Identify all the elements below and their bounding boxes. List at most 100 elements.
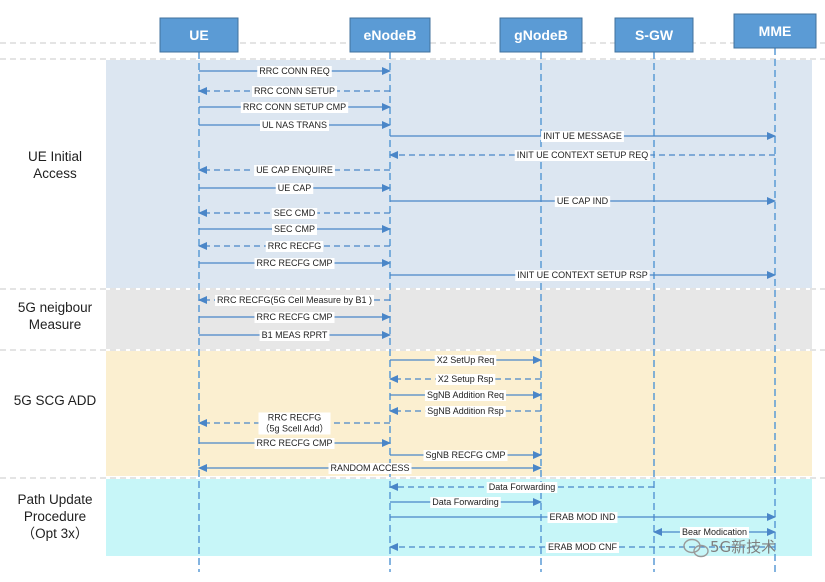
message-label-background <box>514 150 651 161</box>
message-rrc-recfg-cmp: RRC RECFG CMP <box>199 258 391 269</box>
message-rrc-recfg-cmp: RRC RECFG CMP <box>199 312 391 323</box>
node-box-enodeb <box>349 17 431 53</box>
message-label: INIT UE CONTEXT SETUP REQ <box>517 150 649 160</box>
message-sgnb-recfg-cmp: SgNB RECFG CMP <box>390 450 542 461</box>
message-label: INIT UE CONTEXT SETUP RSP <box>517 270 648 280</box>
section-band-5g-neighbour-measure <box>106 290 812 349</box>
message-label: SEC CMP <box>274 224 315 234</box>
message-label: Data Forwarding <box>489 482 556 492</box>
message-erab-mod-ind: ERAB MOD IND <box>390 512 776 523</box>
message-label-background <box>259 330 330 341</box>
section-label-5g-scg-add: 5G SCG ADD <box>14 393 97 408</box>
section-label-5g-neighbour-measure: Measure <box>29 317 82 332</box>
message-label-background <box>486 482 558 493</box>
message-label: RRC CONN REQ <box>259 66 330 76</box>
message-label-background <box>328 463 412 474</box>
section-label-path-update-procedure: Path Update <box>17 492 92 507</box>
message-label-background <box>240 102 349 113</box>
message-ue-cap-enquire: UE CAP ENQUIRE <box>198 165 390 176</box>
message-label: ERAB MOD IND <box>549 512 616 522</box>
node-enodeb: eNodeB <box>349 17 431 53</box>
message-label: RRC RECFG CMP <box>257 438 333 448</box>
message-label-background <box>425 406 506 417</box>
node-s-gw: S-GW <box>614 17 694 53</box>
message-label-background <box>545 542 620 553</box>
message-label-background <box>254 312 335 323</box>
message-label-background <box>434 355 497 366</box>
message-random-access: RANDOM ACCESS <box>198 463 542 474</box>
message-sec-cmd: SEC CMD <box>198 208 390 219</box>
message-label: SEC CMD <box>274 208 316 218</box>
message-label-background <box>424 390 507 401</box>
message-label-background <box>254 438 335 449</box>
message-label-background <box>259 120 330 131</box>
message-rrc-recfg-5g-cell-measure-by-b1: RRC RECFG(5G Cell Measure by B1 ) <box>198 295 390 306</box>
node-ue: UE <box>159 17 239 53</box>
node-mme: MME <box>733 13 817 49</box>
message-rrc-recfg: RRC RECFG <box>198 241 390 252</box>
message-label: X2 SetUp Req <box>437 355 495 365</box>
node-label-s-gw: S-GW <box>635 27 674 43</box>
message-label-background <box>271 208 318 219</box>
section-label-ue-initial-access: UE Initial <box>28 149 82 164</box>
message-label: UL NAS TRANS <box>262 120 327 130</box>
section-label-ue-initial-access: Access <box>33 166 77 181</box>
message-label: RRC RECFG <box>268 413 322 423</box>
message-rrc-conn-req: RRC CONN REQ <box>199 66 391 77</box>
node-gnodeb: gNodeB <box>499 17 583 53</box>
node-label-mme: MME <box>759 23 792 39</box>
section-label-path-update-procedure: （Opt 3x） <box>22 526 89 541</box>
message-label: RRC CONN SETUP CMP <box>243 102 346 112</box>
message-label: X2 Setup Rsp <box>438 374 494 384</box>
node-label-gnodeb: gNodeB <box>514 27 568 43</box>
message-label-background <box>214 295 375 306</box>
message-label: UE CAP <box>278 183 312 193</box>
message-label: RRC CONN SETUP <box>254 86 335 96</box>
message-label: INIT UE MESSAGE <box>543 131 622 141</box>
message-ul-nas-trans: UL NAS TRANS <box>199 120 391 131</box>
message-label-background <box>254 258 335 269</box>
message-erab-mod-cnf: ERAB MOD CNF <box>389 542 775 553</box>
message-label-background <box>423 450 508 461</box>
message-label-background <box>435 374 496 385</box>
message-label-background <box>258 412 331 435</box>
message-bear-modication: Bear Modication <box>653 527 776 538</box>
message-label-background <box>515 270 650 281</box>
message-init-ue-context-setup-rsp: INIT UE CONTEXT SETUP RSP <box>390 270 776 281</box>
message-label-background <box>251 86 338 97</box>
message-label: UE CAP IND <box>557 196 609 206</box>
message-label: RRC RECFG(5G Cell Measure by B1 ) <box>217 295 372 305</box>
message-label: RRC RECFG CMP <box>257 312 333 322</box>
message-rrc-recfg-5g-scell-add: RRC RECFG（5g Scell Add） <box>198 412 390 435</box>
message-label-background <box>554 196 611 207</box>
message-sgnb-addition-req: SgNB Addition Req <box>390 390 542 401</box>
message-label: RANDOM ACCESS <box>330 463 409 473</box>
watermark: 5G新技术 <box>683 538 776 558</box>
wechat-icon <box>683 538 709 558</box>
message-sec-cmp: SEC CMP <box>199 224 391 235</box>
message-data-forwarding: Data Forwarding <box>390 497 542 508</box>
node-box-s-gw <box>614 17 694 53</box>
message-label: SgNB Addition Req <box>427 390 504 400</box>
message-label: UE CAP ENQUIRE <box>256 165 333 175</box>
message-label: RRC RECFG CMP <box>257 258 333 268</box>
node-label-enodeb: eNodeB <box>364 27 417 43</box>
message-label: （5g Scell Add） <box>260 424 328 434</box>
message-b1-meas-rprt: B1 MEAS RPRT <box>199 330 391 341</box>
message-label-background <box>541 131 624 142</box>
message-rrc-conn-setup-cmp: RRC CONN SETUP CMP <box>199 102 391 113</box>
message-init-ue-context-setup-req: INIT UE CONTEXT SETUP REQ <box>389 150 775 161</box>
message-label-background <box>430 497 501 508</box>
message-sgnb-addition-rsp: SgNB Addition Rsp <box>389 406 541 417</box>
node-box-gnodeb <box>499 17 583 53</box>
message-label: Data Forwarding <box>432 497 499 507</box>
message-label-background <box>257 66 332 77</box>
message-label: ERAB MOD CNF <box>548 542 618 552</box>
node-box-mme <box>733 13 817 49</box>
message-data-forwarding: Data Forwarding <box>389 482 654 493</box>
message-label-background <box>547 512 618 523</box>
message-ue-cap: UE CAP <box>199 183 391 194</box>
node-box-ue <box>159 17 239 53</box>
message-label-background <box>254 165 335 176</box>
